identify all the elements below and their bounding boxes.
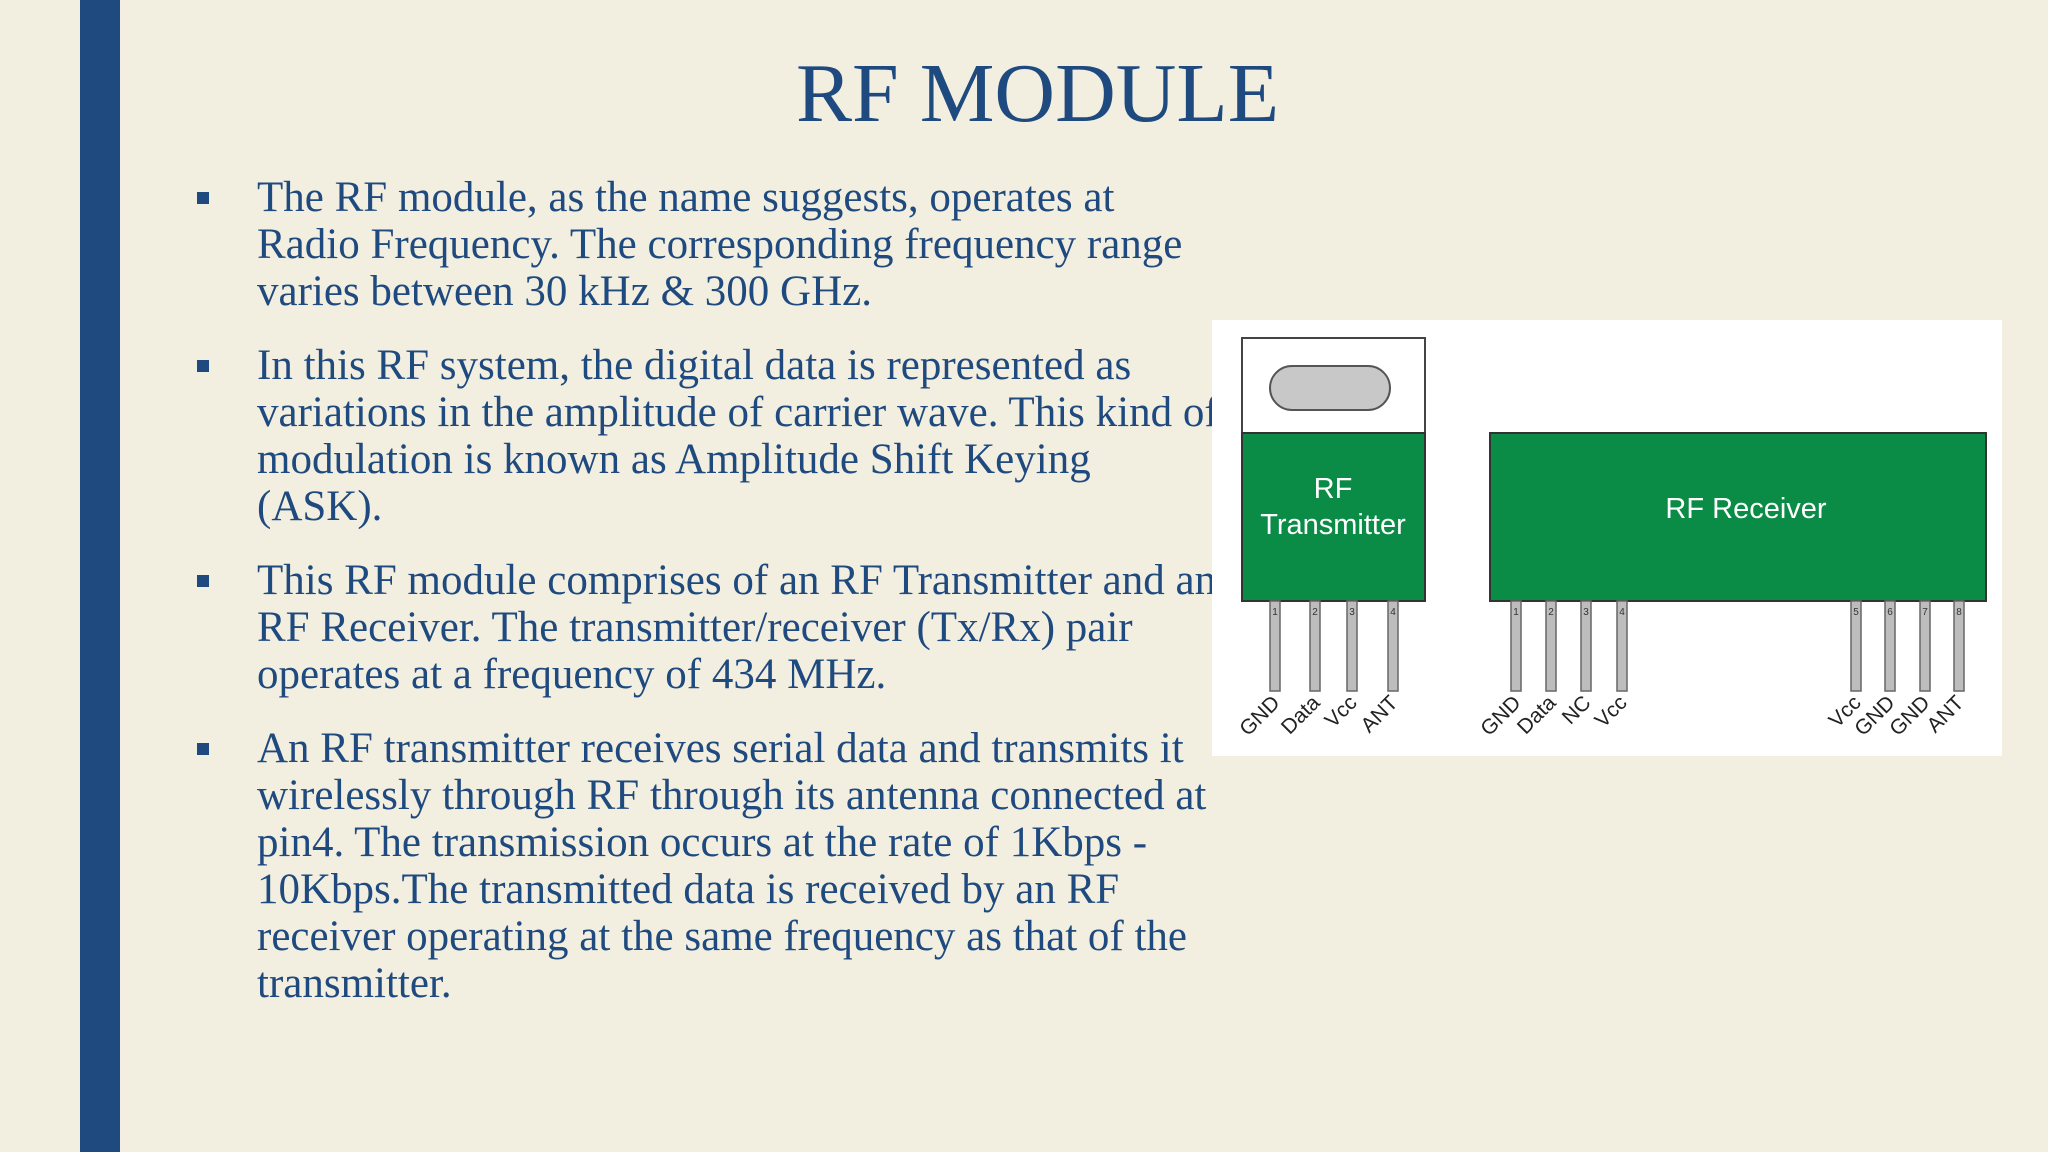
bullet-item: This RF module comprises of an RF Transm… [195,557,1225,698]
bullet-text: An RF transmitter receives serial data a… [257,725,1207,1007]
pin-number: 3 [1349,607,1355,618]
receiver-label: RF Receiver [1665,493,1826,525]
pin-label: GND [1235,691,1284,740]
bullet-item: The RF module, as the name suggests, ope… [195,174,1225,315]
pin-label: GND [1850,691,1899,740]
pin-label: Data [1277,691,1325,739]
pin-number: 2 [1548,607,1554,618]
pin-lead [1309,600,1321,692]
pin-number: 8 [1956,607,1962,618]
pin-number: 6 [1887,607,1893,618]
square-bullet-icon [197,743,209,755]
pin-lead [1346,600,1358,692]
pin-number: 3 [1583,607,1589,618]
pin-lead [1953,600,1965,692]
pin-label: ANT [1923,691,1969,737]
pin-number: 4 [1619,607,1625,618]
pin-number: 4 [1390,607,1396,618]
transmitter-board [1241,432,1426,602]
pin-lead [1884,600,1896,692]
pin-number: 5 [1853,607,1859,618]
pin-label: Vcc [1321,691,1362,732]
pin-label: Vcc [1591,691,1632,732]
bullet-item: An RF transmitter receives serial data a… [195,725,1225,1007]
pin-lead [1616,600,1628,692]
bullet-item: In this RF system, the digital data is r… [195,342,1225,530]
pin-number: 1 [1513,607,1519,618]
bullet-list: The RF module, as the name suggests, ope… [195,174,1225,1034]
pin-number: 7 [1922,607,1928,618]
pin-label: GND [1476,691,1525,740]
square-bullet-icon [197,360,209,372]
pin-lead [1387,600,1399,692]
pin-label: NC [1558,691,1596,729]
side-accent-bar [80,0,120,1152]
pin-lead [1545,600,1557,692]
pin-number: 1 [1272,607,1278,618]
slide-title: RF MODULE [795,47,1280,140]
crystal-oscillator-icon [1269,365,1391,411]
pin-number: 2 [1312,607,1318,618]
bullet-text: This RF module comprises of an RF Transm… [257,557,1217,698]
bullet-text: In this RF system, the digital data is r… [257,342,1219,530]
square-bullet-icon [197,575,209,587]
pin-label: Data [1513,691,1561,739]
pin-lead [1269,600,1281,692]
square-bullet-icon [197,192,209,204]
pin-lead [1510,600,1522,692]
receiver-board [1489,432,1987,602]
pin-lead [1919,600,1931,692]
pin-lead [1580,600,1592,692]
transmitter-label-line1: RF [1314,473,1353,505]
pin-label: ANT [1357,691,1403,737]
bullet-text: The RF module, as the name suggests, ope… [257,174,1183,315]
rf-receiver-module: RF Receiver 1GND2Data3NC4Vcc5Vcc6GND7GND… [1476,432,1987,741]
transmitter-label-line2: Transmitter [1260,509,1406,541]
pin-lead [1850,600,1862,692]
